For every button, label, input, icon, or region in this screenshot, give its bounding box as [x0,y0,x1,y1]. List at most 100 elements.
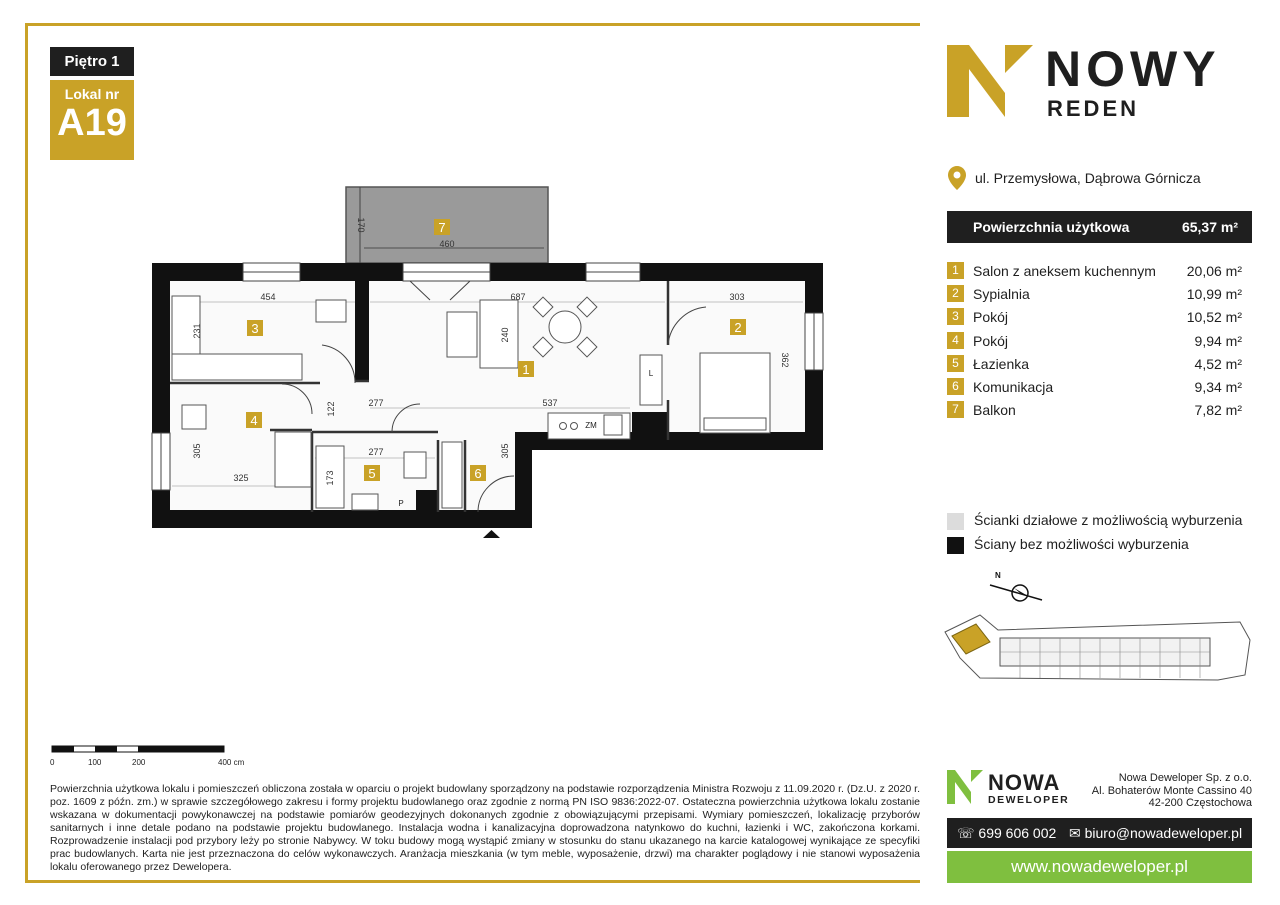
fixture-zm: ZM [585,421,597,430]
company-address: Nowa Deweloper Sp. z o.o. Al. Bohaterów … [1092,772,1252,810]
nowa-logo-icon [947,770,983,804]
room-name: Łazienka [973,355,1030,372]
usable-area-bar: Powierzchnia użytkowa 65,37 m² [947,211,1252,243]
fixture-labels: ZM L P [398,369,653,508]
room-label-5: 5 [368,466,375,481]
dim-room4-depth: 305 [192,443,202,458]
dining-chairs [532,296,598,358]
legend-swatch-light [947,512,964,530]
list-item: 7 Balkon 7,82 m² [947,401,1242,424]
email-address[interactable]: biuro@nowadeweloper.pl [1084,825,1243,841]
room-number: 4 [947,331,964,349]
lokal-number: A19 [57,102,127,144]
room-labels: 7 3 1 2 4 5 6 [246,219,746,481]
room-name: Sypialnia [973,286,1030,303]
room-number: 1 [947,262,964,279]
room-name: Pokój [973,309,1009,326]
developer-subtitle: DEWELOPER [988,794,1070,806]
room-list: 1 Salon z aneksem kuchennym 20,06 m² 2 Sypi… [947,262,1242,424]
scale-tick-200: 200 [132,758,146,767]
building-grid [1000,638,1210,678]
usable-area-label: Powierzchnia użytkowa [973,219,1130,235]
room-label-1: 1 [522,362,529,377]
contact-bar: ☏ 699 606 002 ✉ biuro@nowadeweloper.pl [947,818,1252,848]
site-map: N [944,571,1251,681]
room-area: 20,06 m² [1186,263,1242,279]
dim-room3-width: 454 [260,292,275,302]
highlighted-unit [951,623,991,655]
room-area: 9,94 m² [1194,332,1242,349]
dim-hall-depth: 122 [326,401,336,416]
dim-room4-width: 325 [233,473,248,483]
frame-top-line [25,23,920,26]
list-item: 6 Komunikacja 9,34 m² [947,377,1242,401]
room-label-7: 7 [438,220,445,235]
room-label-2: 2 [734,320,741,335]
lokal-badge: Lokal nr A19 [50,80,134,160]
dim-bath-depth: 173 [325,470,335,485]
scale-tick-100: 100 [88,758,102,767]
room-name: Pokój [973,332,1009,349]
legend-swatch-dark [947,536,964,554]
scale-bar: 0 100 200 400 cm [50,745,245,767]
developer-name: NOWA [988,770,1061,795]
dimension-labels: 460 170 454 231 687 240 303 362 277 122 … [192,217,790,485]
fixture-l: L [649,369,654,378]
scale-tick-0: 0 [50,758,55,767]
building-outline [944,614,1251,681]
location-pin-icon [948,166,966,190]
structural-walls [152,263,823,528]
room-area: 9,34 m² [1194,378,1242,395]
room-area: 4,52 m² [1194,355,1242,372]
fixture-p: P [398,499,403,508]
dim-hall-width: 277 [368,398,383,408]
list-item: 4 Pokój 9,94 m² [947,331,1242,355]
legend-structural-label: Ściany bez możliwości wyburzenia [974,536,1189,552]
room-number: 6 [947,377,964,395]
compass-label: N [995,571,1001,580]
frame-left-line [25,23,28,883]
room-area: 7,82 m² [1194,402,1242,419]
phone-contact[interactable]: ☏ 699 606 002 [957,825,1057,841]
list-item: 3 Pokój 10,52 m² [947,308,1242,331]
company-name: Nowa Deweloper Sp. z o.o. [1118,772,1252,784]
room-name: Salon z aneksem kuchennym [973,263,1156,279]
website-link[interactable]: www.nowadeweloper.pl [947,851,1252,883]
room-number: 3 [947,308,964,326]
room-number: 7 [947,401,964,419]
dim-bed-depth: 362 [780,352,790,367]
frame-bottom-line [25,880,920,883]
room-name: Komunikacja [973,378,1054,395]
legend-removable: Ścianki działowe z możliwością wyburzeni… [947,512,1242,530]
room-number: 2 [947,285,964,303]
floor-badge: Piętro 1 [50,47,134,76]
usable-area-value: 65,37 m² [1181,219,1238,235]
dim-bed-width: 303 [729,292,744,302]
nowy-reden-logo-icon [947,45,1033,117]
phone-number[interactable]: 699 606 002 [978,825,1057,841]
scale-tick-400: 400 cm [218,758,245,767]
dim-bath-width: 277 [368,447,383,457]
dim-balcony-depth: 170 [356,217,366,232]
dim-living-depth: 240 [500,327,510,342]
dim-corridor-depth: 305 [500,443,510,458]
dim-kitchen-width: 537 [542,398,557,408]
floor-plan: 7 3 1 2 4 5 6 460 170 454 2 3 1 687 240 30… [151,186,824,538]
brand-title: NOWY [1045,41,1221,97]
compass-icon [989,584,1043,602]
legend-structural: Ściany bez możliwości wyburzenia [947,536,1189,554]
company-city: 42-200 Częstochowa [1148,797,1252,809]
address: ul. Przemysłowa, Dąbrowa Górnicza [975,170,1201,186]
dim-living-width: 687 [510,292,525,302]
disclaimer-note: Powierzchnia użytkowa lokalu i pomieszcz… [50,783,920,873]
company-street: Al. Bohaterów Monte Cassino 40 [1091,784,1252,797]
furniture [171,295,771,511]
room-area: 10,52 m² [1186,309,1242,326]
room-name: Balkon [973,402,1016,419]
room-label-3: 3 [251,321,258,336]
email-contact[interactable]: ✉ biuro@nowadeweloper.pl [1069,825,1243,841]
dim-balcony-width: 460 [439,239,454,249]
partition-walls [170,281,670,512]
room-label-4: 4 [250,413,257,428]
